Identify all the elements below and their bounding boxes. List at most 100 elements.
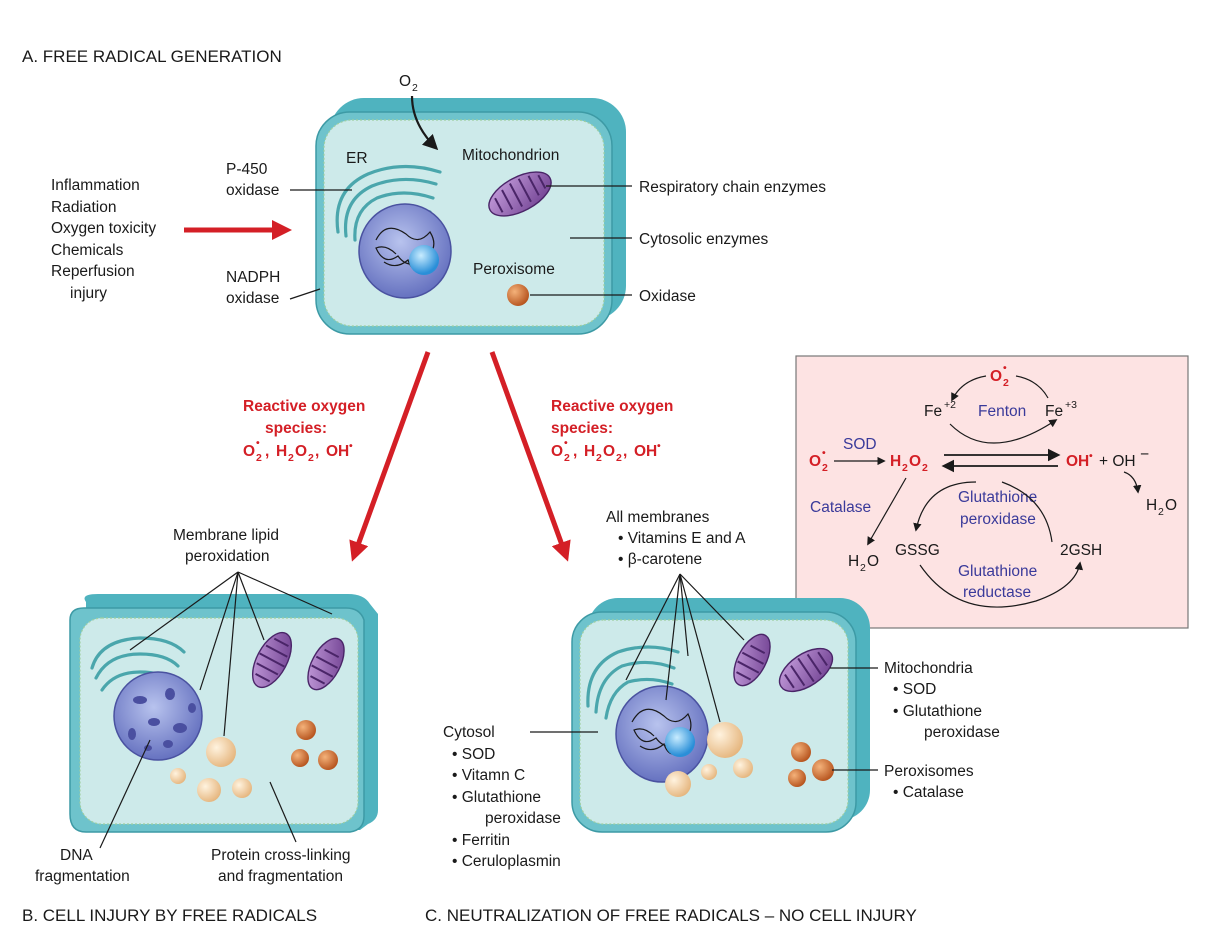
svg-text:•: • [564, 437, 568, 449]
panel-a-title: A. FREE RADICAL GENERATION [22, 47, 282, 66]
ros-arrow-left [349, 351, 431, 562]
cell-a: ER Mitochondrion Peroxisome [315, 98, 626, 335]
mitochondrion-icon [778, 647, 834, 693]
svg-text:2: 2 [616, 452, 622, 464]
svg-text:2: 2 [922, 462, 928, 474]
vesicle-icon [707, 722, 743, 758]
mitochondrion-icon [251, 631, 293, 689]
cyt-gpx-label-1: • Glutathione [452, 789, 541, 806]
cyt-sod-label: • SOD [452, 746, 495, 763]
ros-label-right: Reactive oxygen species: O 2 • , H 2 O 2… [551, 398, 673, 464]
nucleus-icon [615, 685, 709, 783]
nadph-label-2: oxidase [226, 290, 279, 307]
svg-text:Fenton: Fenton [978, 403, 1026, 420]
vesicle-icon [197, 778, 221, 802]
dna-label-2: fragmentation [35, 868, 130, 885]
svg-text:O: O [551, 443, 563, 460]
svg-text:Radiation: Radiation [51, 199, 117, 216]
mitochondrion-icon [307, 637, 345, 691]
vesicle-icon [733, 758, 753, 778]
dna-fragments-icon [128, 688, 196, 751]
nucleolus-icon [665, 727, 695, 757]
dna-label-1: DNA [60, 847, 93, 864]
svg-text:O: O [603, 443, 615, 460]
svg-text:,: , [573, 443, 577, 460]
svg-text:+3: +3 [1065, 399, 1077, 411]
mitochondria-label: Mitochondria [884, 660, 973, 677]
svg-text:H: H [890, 453, 901, 470]
membrane-pointers [129, 571, 333, 737]
mitochondrion-icon [733, 633, 771, 687]
svg-text:Inflammation: Inflammation [51, 177, 140, 194]
peroxisomes-label: Peroxisomes [884, 763, 974, 780]
ferritin-label: • Ferritin [452, 832, 510, 849]
nadph-label-1: NADPH [226, 269, 280, 286]
cytosolic-label: Cytosolic enzymes [639, 231, 768, 248]
mitochondrion-icon [488, 171, 552, 217]
o2-label: O 2 [399, 73, 418, 94]
peroxisome-icon [791, 742, 811, 762]
reaction-box: O 2 • Fe +2 Fenton Fe +3 O 2 • SOD H 2 O… [795, 355, 1189, 629]
svg-text:Fe: Fe [1045, 403, 1063, 420]
er-label: ER [346, 150, 368, 167]
respiratory-label: Respiratory chain enzymes [639, 179, 826, 196]
carotene-label: • β-carotene [618, 551, 702, 568]
svg-text:O: O [990, 368, 1002, 385]
catalase-label: • Catalase [893, 784, 964, 801]
svg-text:•: • [349, 440, 353, 452]
svg-text:2: 2 [308, 452, 314, 464]
cell-b [69, 594, 378, 833]
svg-text:2: 2 [564, 452, 570, 464]
dna-pointer [99, 739, 151, 849]
causes-list: Inflammation Radiation Oxygen toxicity C… [51, 177, 156, 302]
svg-text:O: O [243, 443, 255, 460]
svg-text:2: 2 [860, 562, 866, 574]
svg-text:Glutathione: Glutathione [958, 489, 1037, 506]
svg-text:,: , [315, 443, 319, 460]
svg-text:peroxidase: peroxidase [960, 511, 1036, 528]
membrane-lipid-label-2: peroxidation [185, 548, 269, 565]
cell-c [571, 598, 870, 833]
o2-entry-arrow [410, 95, 439, 151]
mito-sod-label: • SOD [893, 681, 936, 698]
svg-text:injury: injury [70, 285, 107, 302]
svg-text:2: 2 [1003, 377, 1009, 389]
fragmented-nucleus-icon [113, 671, 203, 761]
svg-text:O: O [399, 73, 411, 90]
svg-text:Glutathione: Glutathione [958, 563, 1037, 580]
svg-text:•: • [1003, 362, 1007, 374]
svg-text:H: H [276, 443, 287, 460]
svg-text:OH: OH [634, 443, 657, 460]
vesicle-icon [232, 778, 252, 798]
svg-text:,: , [265, 443, 269, 460]
svg-text:2: 2 [822, 462, 828, 474]
mito-gpx-label-1: • Glutathione [893, 703, 982, 720]
svg-text:•: • [822, 447, 826, 459]
er-icon [586, 645, 680, 720]
svg-text:OH: OH [1066, 453, 1089, 470]
ceruloplasmin-label: • Ceruloplasmin [452, 853, 561, 870]
svg-text:2: 2 [288, 452, 294, 464]
svg-text:•: • [256, 437, 260, 449]
svg-text:H: H [848, 553, 859, 570]
svg-text:+ OH: + OH [1099, 453, 1136, 470]
peroxisome-label: Peroxisome [473, 261, 555, 278]
peroxisome-icon [812, 759, 834, 781]
svg-text:species:: species: [265, 420, 327, 437]
cytosol-label: Cytosol [443, 724, 495, 741]
peroxisome-icon [291, 749, 309, 767]
svg-text:OH: OH [326, 443, 349, 460]
p450-label-2: oxidase [226, 182, 279, 199]
ros-label-left: Reactive oxygen species: O 2 • , H 2 O 2… [243, 398, 365, 464]
nadph-pointer [289, 288, 321, 300]
p450-label-1: P-450 [226, 161, 268, 178]
nucleolus-icon [409, 245, 439, 275]
vitamins-ea-label: • Vitamins E and A [618, 530, 746, 547]
svg-text:Oxygen toxicity: Oxygen toxicity [51, 220, 156, 237]
svg-text:2: 2 [1158, 506, 1164, 518]
membrane-lipid-label-1: Membrane lipid [173, 527, 279, 544]
cyt-vitc-label: • Vitamn C [452, 767, 525, 784]
svg-text:reductase: reductase [963, 584, 1031, 601]
svg-text:O: O [867, 553, 879, 570]
all-membranes-label: All membranes [606, 509, 710, 526]
